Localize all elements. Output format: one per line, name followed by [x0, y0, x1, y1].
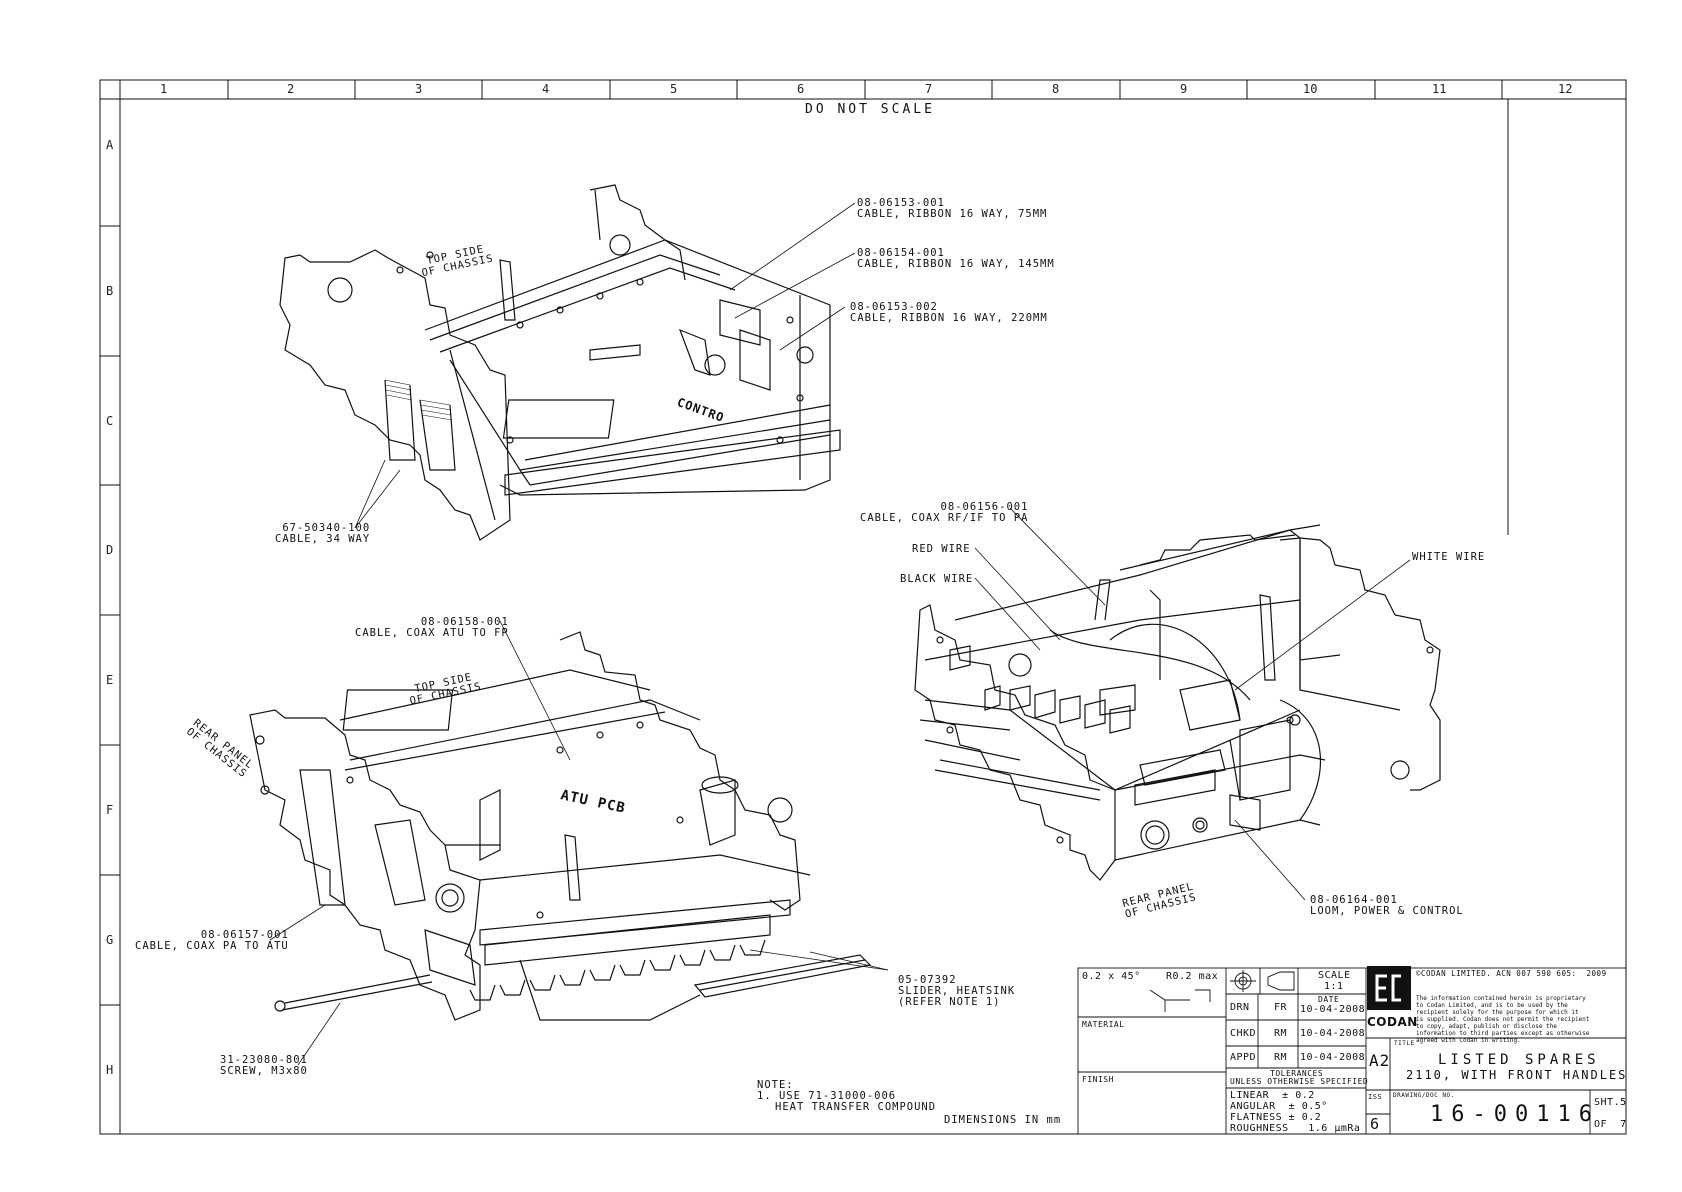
appd-label: APPD [1230, 1052, 1257, 1063]
row-label: E [106, 673, 114, 687]
label-white-wire: WHITE WIRE [1412, 551, 1486, 563]
tol-linear: LINEAR ± 0.2 [1230, 1090, 1315, 1101]
chassis-bottom-left [249, 631, 872, 1021]
dimensions-note: DIMENSIONS IN mm [944, 1114, 1062, 1126]
row-label: A [106, 138, 114, 152]
legal-notice: The information contained herein is prop… [1416, 995, 1590, 1044]
tol-flatness: FLATNESS ± 0.2 [1230, 1112, 1322, 1123]
tolerances-title: TOLERANCES [1270, 1069, 1324, 1078]
drn-by: FR [1274, 1002, 1288, 1013]
col-label: 11 [1432, 82, 1447, 96]
issue-number: 6 [1370, 1115, 1380, 1133]
col-label: 1 [160, 82, 168, 96]
company-name: CODAN [1367, 1015, 1418, 1029]
col-label: 9 [1180, 82, 1188, 96]
date-label: DATE [1318, 995, 1340, 1004]
title-block-lines [1077, 967, 1627, 1135]
col-label: 8 [1052, 82, 1060, 96]
column-ticks [227, 80, 1503, 99]
material-label: MATERIAL [1082, 1020, 1125, 1029]
chkd-date: 10-04-2008 [1300, 1028, 1366, 1039]
col-label: 7 [925, 82, 933, 96]
copyright: ©CODAN LIMITED. ACN 007 590 605: 2009 [1416, 969, 1607, 978]
title-label: TITLE [1394, 1040, 1415, 1047]
chkd-by: RM [1274, 1028, 1288, 1039]
drn-label: DRN [1230, 1002, 1250, 1013]
row-ticks [100, 225, 120, 1006]
label-black-wire: BLACK WIRE [900, 573, 974, 585]
leader-lines [269, 202, 1411, 1066]
row-label: C [106, 414, 114, 428]
do-not-scale: DO NOT SCALE [805, 102, 935, 117]
chassis-right [914, 524, 1441, 881]
codan-logo-icon [1367, 966, 1411, 1010]
tolerances-sub: UNLESS OTHERWISE SPECIFIED [1230, 1077, 1369, 1086]
doc-number: 16-00116 [1430, 1102, 1600, 1127]
sheet-number: SHT.5 [1594, 1097, 1627, 1108]
doc-no-label: DRAWING/DOC NO. [1393, 1092, 1455, 1099]
drawing-title-2: 2110, WITH FRONT HANDLES [1406, 1068, 1628, 1082]
drn-date: 10-04-2008 [1300, 1004, 1366, 1015]
row-label: F [106, 803, 114, 817]
finish-label: FINISH [1082, 1075, 1114, 1084]
col-label: 4 [542, 82, 550, 96]
col-label: 5 [670, 82, 678, 96]
iss-label: ISS [1368, 1093, 1383, 1101]
col-label: 3 [415, 82, 423, 96]
appd-date: 10-04-2008 [1300, 1052, 1366, 1063]
tol-angular: ANGULAR ± 0.5° [1230, 1101, 1328, 1112]
scale-value: 1:1 [1324, 981, 1344, 992]
col-label: 2 [287, 82, 295, 96]
chassis-top-left [279, 184, 841, 541]
sheet-total: OF 7 [1594, 1119, 1627, 1130]
scale-label: SCALE [1318, 970, 1351, 981]
drawing-title-1: LISTED SPARES [1438, 1052, 1600, 1068]
row-label: D [106, 543, 114, 557]
col-label: 12 [1558, 82, 1573, 96]
row-label: G [106, 933, 114, 947]
col-label: 6 [797, 82, 805, 96]
chamfer-text: 0.2 x 45° [1082, 971, 1141, 982]
sheet-size: A2 [1369, 1051, 1391, 1070]
row-label: B [106, 284, 114, 298]
chkd-label: CHKD [1230, 1028, 1257, 1039]
radius-text: R0.2 max [1166, 971, 1219, 982]
label-red-wire: RED WIRE [912, 543, 971, 555]
col-label: 10 [1303, 82, 1318, 96]
appd-by: RM [1274, 1052, 1288, 1063]
tol-roughness: ROUGHNESS 1.6 µmRa [1230, 1123, 1361, 1134]
row-label: H [106, 1063, 114, 1077]
